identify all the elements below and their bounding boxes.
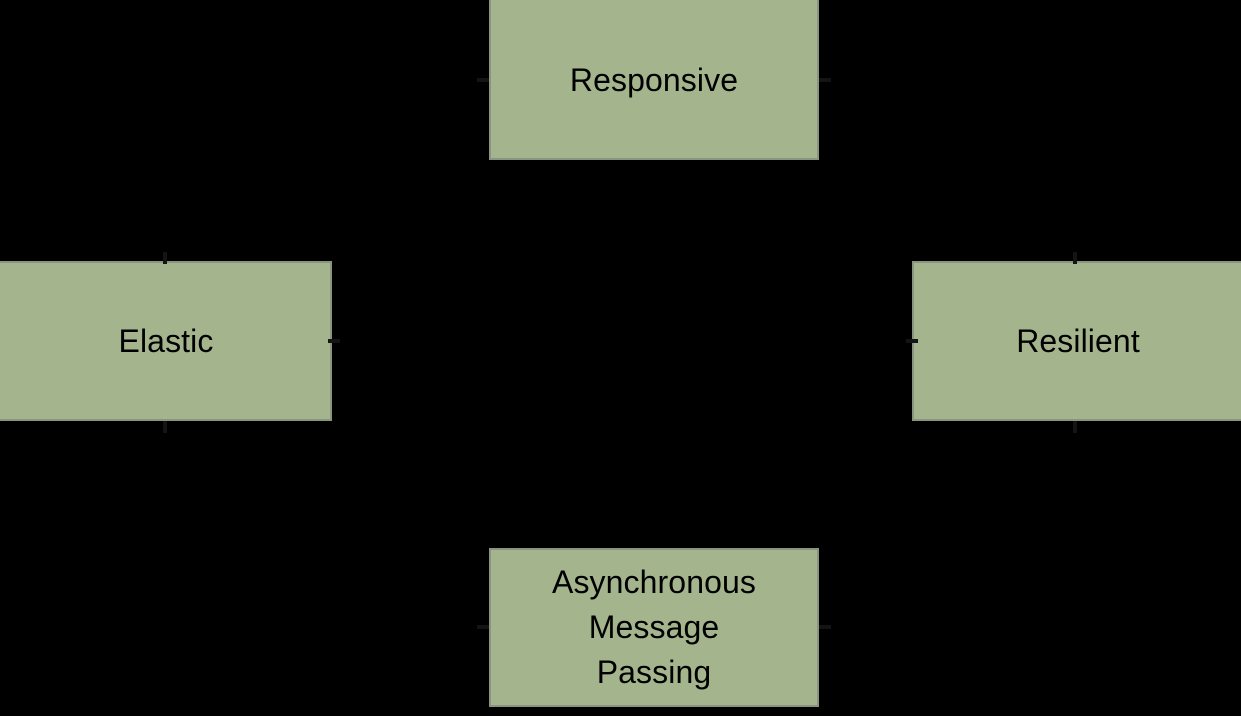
node-responsive[interactable]: Responsive [489,0,819,160]
connector-stub-resilient-top [1073,252,1077,264]
node-elastic[interactable]: Elastic [0,261,332,421]
connector-stub-responsive-right [819,78,831,82]
node-elastic-label: Elastic [118,322,214,359]
connector-stub-resilient-left [906,339,918,343]
node-asynchronous-message-passing[interactable]: Asynchronous Message Passing [489,548,819,707]
node-asynchronous-message-passing-label: Asynchronous Message Passing [552,564,756,690]
connector-stub-messaging-left [477,625,489,629]
connector-stub-messaging-right [819,625,831,629]
node-resilient-label: Resilient [1016,322,1140,359]
connector-stub-elastic-bottom [163,421,167,433]
node-responsive-label: Responsive [569,61,739,98]
connector-stub-elastic-right [328,339,340,343]
connector-stub-responsive-left [477,78,489,82]
connector-stub-resilient-bottom [1073,421,1077,433]
connector-stub-elastic-top [163,252,167,264]
node-resilient[interactable]: Resilient [912,261,1241,421]
